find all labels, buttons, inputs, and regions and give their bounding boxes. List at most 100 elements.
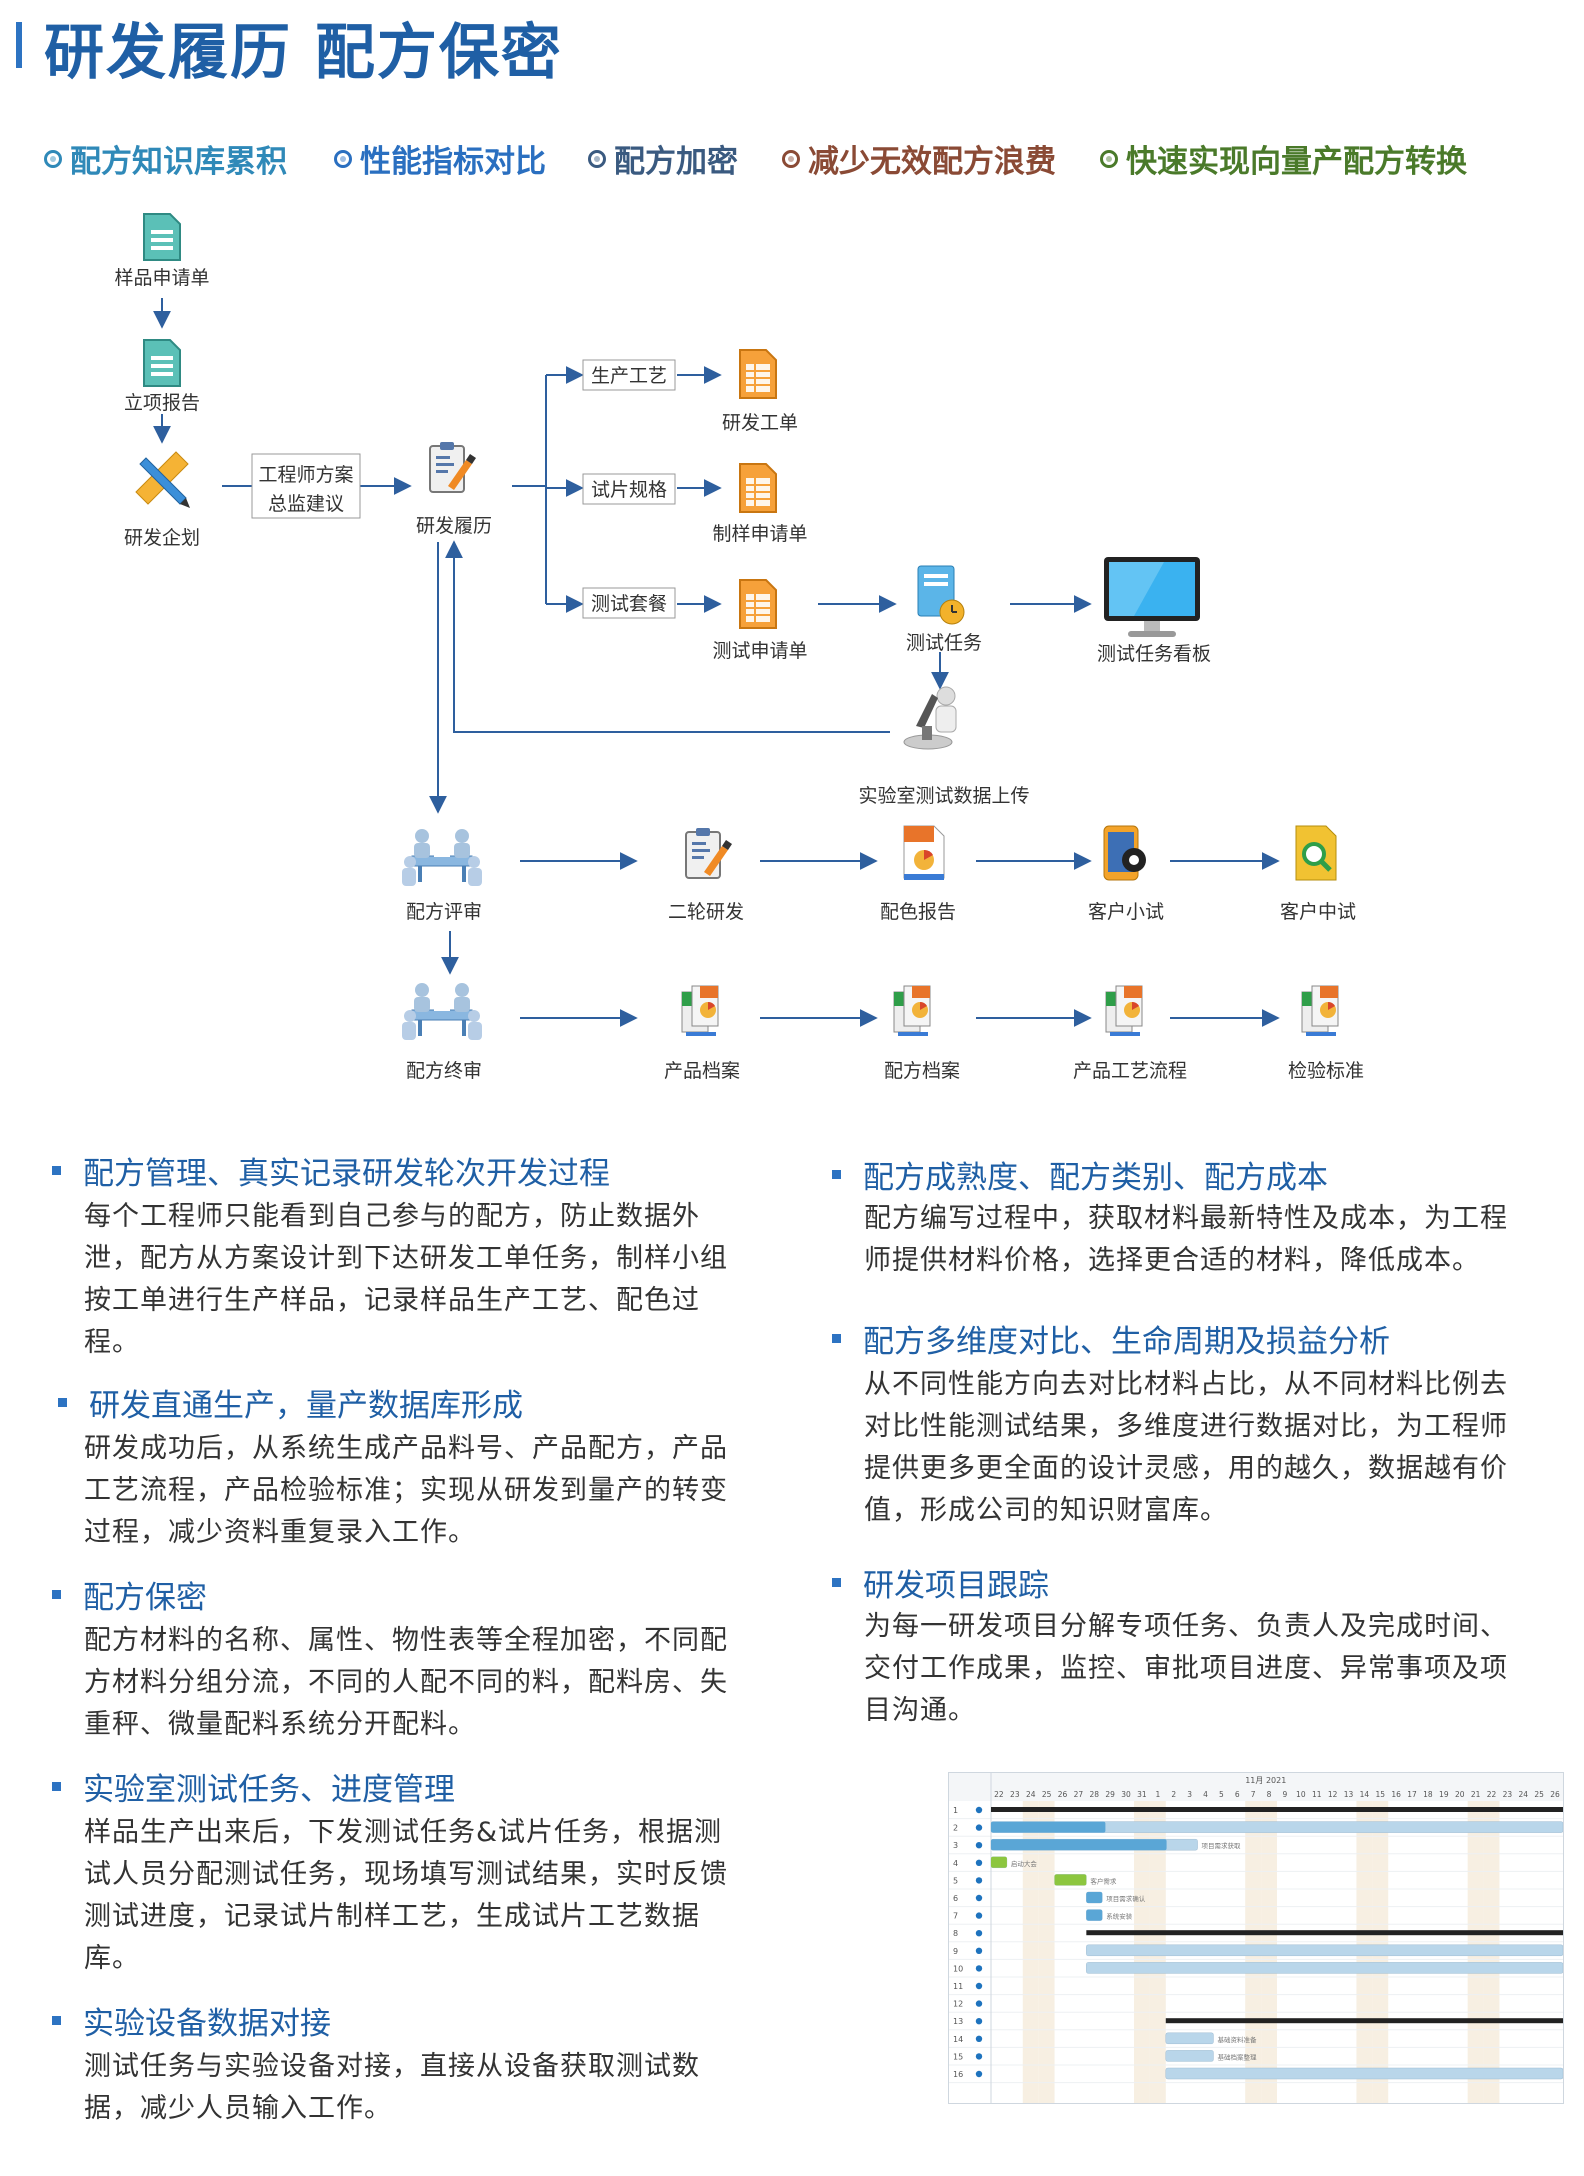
worksheet-icon xyxy=(739,349,777,399)
square-bullet-icon xyxy=(52,1590,61,1599)
gantt-row-dot xyxy=(975,2070,983,2078)
phone-gear-icon xyxy=(1103,825,1146,881)
worksheet-icon xyxy=(739,579,777,629)
gantt-day-label: 31 xyxy=(1137,1790,1147,1799)
gantt-task-bar xyxy=(1086,1944,1563,1957)
gantt-day-label: 12 xyxy=(1328,1790,1338,1799)
gantt-task-label: 基础档案整理 xyxy=(1217,2052,1257,2061)
section-heading: 研发直通生产，量产数据库形成 xyxy=(58,1380,523,1425)
section-body: 测试任务与实验设备对接，直接从设备获取测试数据，减少人员输入工作。 xyxy=(84,2051,700,2124)
gantt-day-label: 7 xyxy=(1251,1790,1256,1799)
tag-formula-encryption: 配方加密 xyxy=(588,136,738,181)
gantt-task-progress xyxy=(991,1856,1007,1868)
gantt-row-number: 4 xyxy=(953,1859,958,1868)
gantt-row-number: 15 xyxy=(953,2052,963,2061)
spec-box xyxy=(582,473,676,505)
box-spec-label: 试片规格 xyxy=(591,479,667,501)
clipboard-pencil-icon xyxy=(685,827,733,879)
gantt-task-label: 客户需求 xyxy=(1090,1876,1117,1885)
office-files-icon xyxy=(681,985,719,1037)
office-files-icon xyxy=(893,985,931,1037)
gantt-row-dot xyxy=(975,1912,983,1919)
document-icon xyxy=(143,213,181,261)
node-product-process: 产品工艺流程 xyxy=(1073,1060,1187,1082)
node-test-task: 测试任务 xyxy=(906,632,982,654)
gantt-day-label: 25 xyxy=(1042,1790,1052,1799)
microscope-icon xyxy=(903,686,957,750)
gantt-day-label: 22 xyxy=(1487,1790,1497,1799)
section-body: 从不同性能方向去对比材料占比，从不同材料比例去对比性能测试结果，多维度进行数据对… xyxy=(864,1369,1508,1526)
gantt-row-number: 3 xyxy=(953,1841,958,1850)
section-body: 配方材料的名称、属性、物性表等全程加密，不同配方材料分组分流，不同的人配不同的料… xyxy=(84,1625,728,1740)
section-heading: 研发项目跟踪 xyxy=(832,1560,1049,1605)
gantt-row-dot xyxy=(975,2000,983,2007)
node-product-archive: 产品档案 xyxy=(664,1060,740,1082)
gantt-day-label: 23 xyxy=(1503,1790,1513,1799)
square-bullet-icon xyxy=(832,1334,841,1343)
clipboard-pencil-icon xyxy=(429,441,477,493)
engineer-proposal-box xyxy=(251,453,361,519)
gantt-day-label: 2 xyxy=(1171,1790,1176,1799)
gantt-day-label: 22 xyxy=(994,1790,1004,1799)
gantt-task-label: 系统安装 xyxy=(1106,1912,1133,1921)
node-rd-history: 研发履历 xyxy=(416,515,492,537)
node-sample-request: 样品申请单 xyxy=(114,267,209,289)
gantt-row-number: 8 xyxy=(953,1929,958,1938)
gantt-row-dot xyxy=(975,1842,983,1849)
gantt-day-label: 18 xyxy=(1423,1790,1433,1799)
ruler-pencil-icon xyxy=(135,451,190,508)
tag-knowledge-base: 配方知识库累积 xyxy=(44,136,287,181)
gantt-row-number: 7 xyxy=(953,1912,958,1921)
node-sample-make-request: 制样申请单 xyxy=(712,523,807,545)
gantt-task-bar xyxy=(1165,2050,1214,2062)
gantt-day-label: 23 xyxy=(1010,1790,1020,1799)
gantt-row-dot xyxy=(975,1982,983,1990)
gantt-summary-bar xyxy=(1086,1930,1563,1936)
gantt-row-number: 5 xyxy=(953,1876,958,1885)
gantt-row-dot xyxy=(975,2035,983,2042)
section-body: 配方编写过程中，获取材料最新特性及成本，为工程师提供材料价格，选择更合适的材料，… xyxy=(864,1203,1508,1276)
box-process-label: 生产工艺 xyxy=(591,365,667,387)
gantt-task-bar xyxy=(1165,2067,1563,2080)
square-bullet-icon xyxy=(52,1166,61,1175)
gantt-summary-bar xyxy=(1165,2018,1563,2024)
circle-bullet-icon xyxy=(588,149,606,168)
gantt-month-label: 11月 2021 xyxy=(1245,1776,1286,1785)
section-body: 为每一研发项目分解专项任务、负责人及完成时间、交付工作成果，监控、审批项目进度、… xyxy=(864,1611,1508,1726)
gantt-row-dot xyxy=(975,1877,983,1884)
node-project-report: 立项报告 xyxy=(124,392,200,414)
gantt-day-label: 28 xyxy=(1090,1790,1100,1799)
node-formula-final: 配方终审 xyxy=(406,1060,482,1082)
title-accent-bar xyxy=(16,22,22,68)
node-customer-small: 客户小试 xyxy=(1088,901,1164,923)
circle-bullet-icon xyxy=(334,149,352,168)
rd-flow-diagram: 工程师方案 总监建议 生产工艺 试片规格 测试套餐 样品申请单 立项报告 研发企… xyxy=(114,213,1364,1082)
gantt-header xyxy=(949,1773,1563,1801)
gantt-row-number: 13 xyxy=(953,2017,963,2026)
square-bullet-icon xyxy=(58,1398,67,1407)
section-heading: 配方多维度对比、生命周期及损益分析 xyxy=(832,1316,1390,1361)
search-document-icon xyxy=(1295,825,1337,881)
square-bullet-icon xyxy=(52,2016,61,2025)
node-inspection-std: 检验标准 xyxy=(1288,1060,1364,1082)
tag-reduce-waste: 减少无效配方浪费 xyxy=(782,136,1056,181)
gantt-task-progress xyxy=(991,1839,1167,1851)
gantt-day-label: 4 xyxy=(1203,1790,1208,1799)
gantt-day-label: 8 xyxy=(1267,1790,1272,1799)
node-formula-archive: 配方档案 xyxy=(884,1060,960,1082)
square-bullet-icon xyxy=(52,1782,61,1791)
engineer-box-line2: 总监建议 xyxy=(268,493,344,515)
gantt-task-bar xyxy=(1086,1962,1563,1974)
gantt-task-progress xyxy=(1054,1874,1087,1886)
page-title: 研发履历 配方保密 xyxy=(44,18,563,88)
gantt-day-label: 9 xyxy=(1283,1790,1288,1799)
gantt-row-dot xyxy=(975,1965,983,1972)
circle-bullet-icon xyxy=(1100,149,1118,168)
gantt-day-label: 24 xyxy=(1026,1790,1036,1799)
gantt-day-label: 30 xyxy=(1121,1790,1131,1799)
circle-bullet-icon xyxy=(782,149,800,168)
node-color-report: 配色报告 xyxy=(880,901,956,923)
gantt-row-number: 2 xyxy=(953,1824,958,1833)
